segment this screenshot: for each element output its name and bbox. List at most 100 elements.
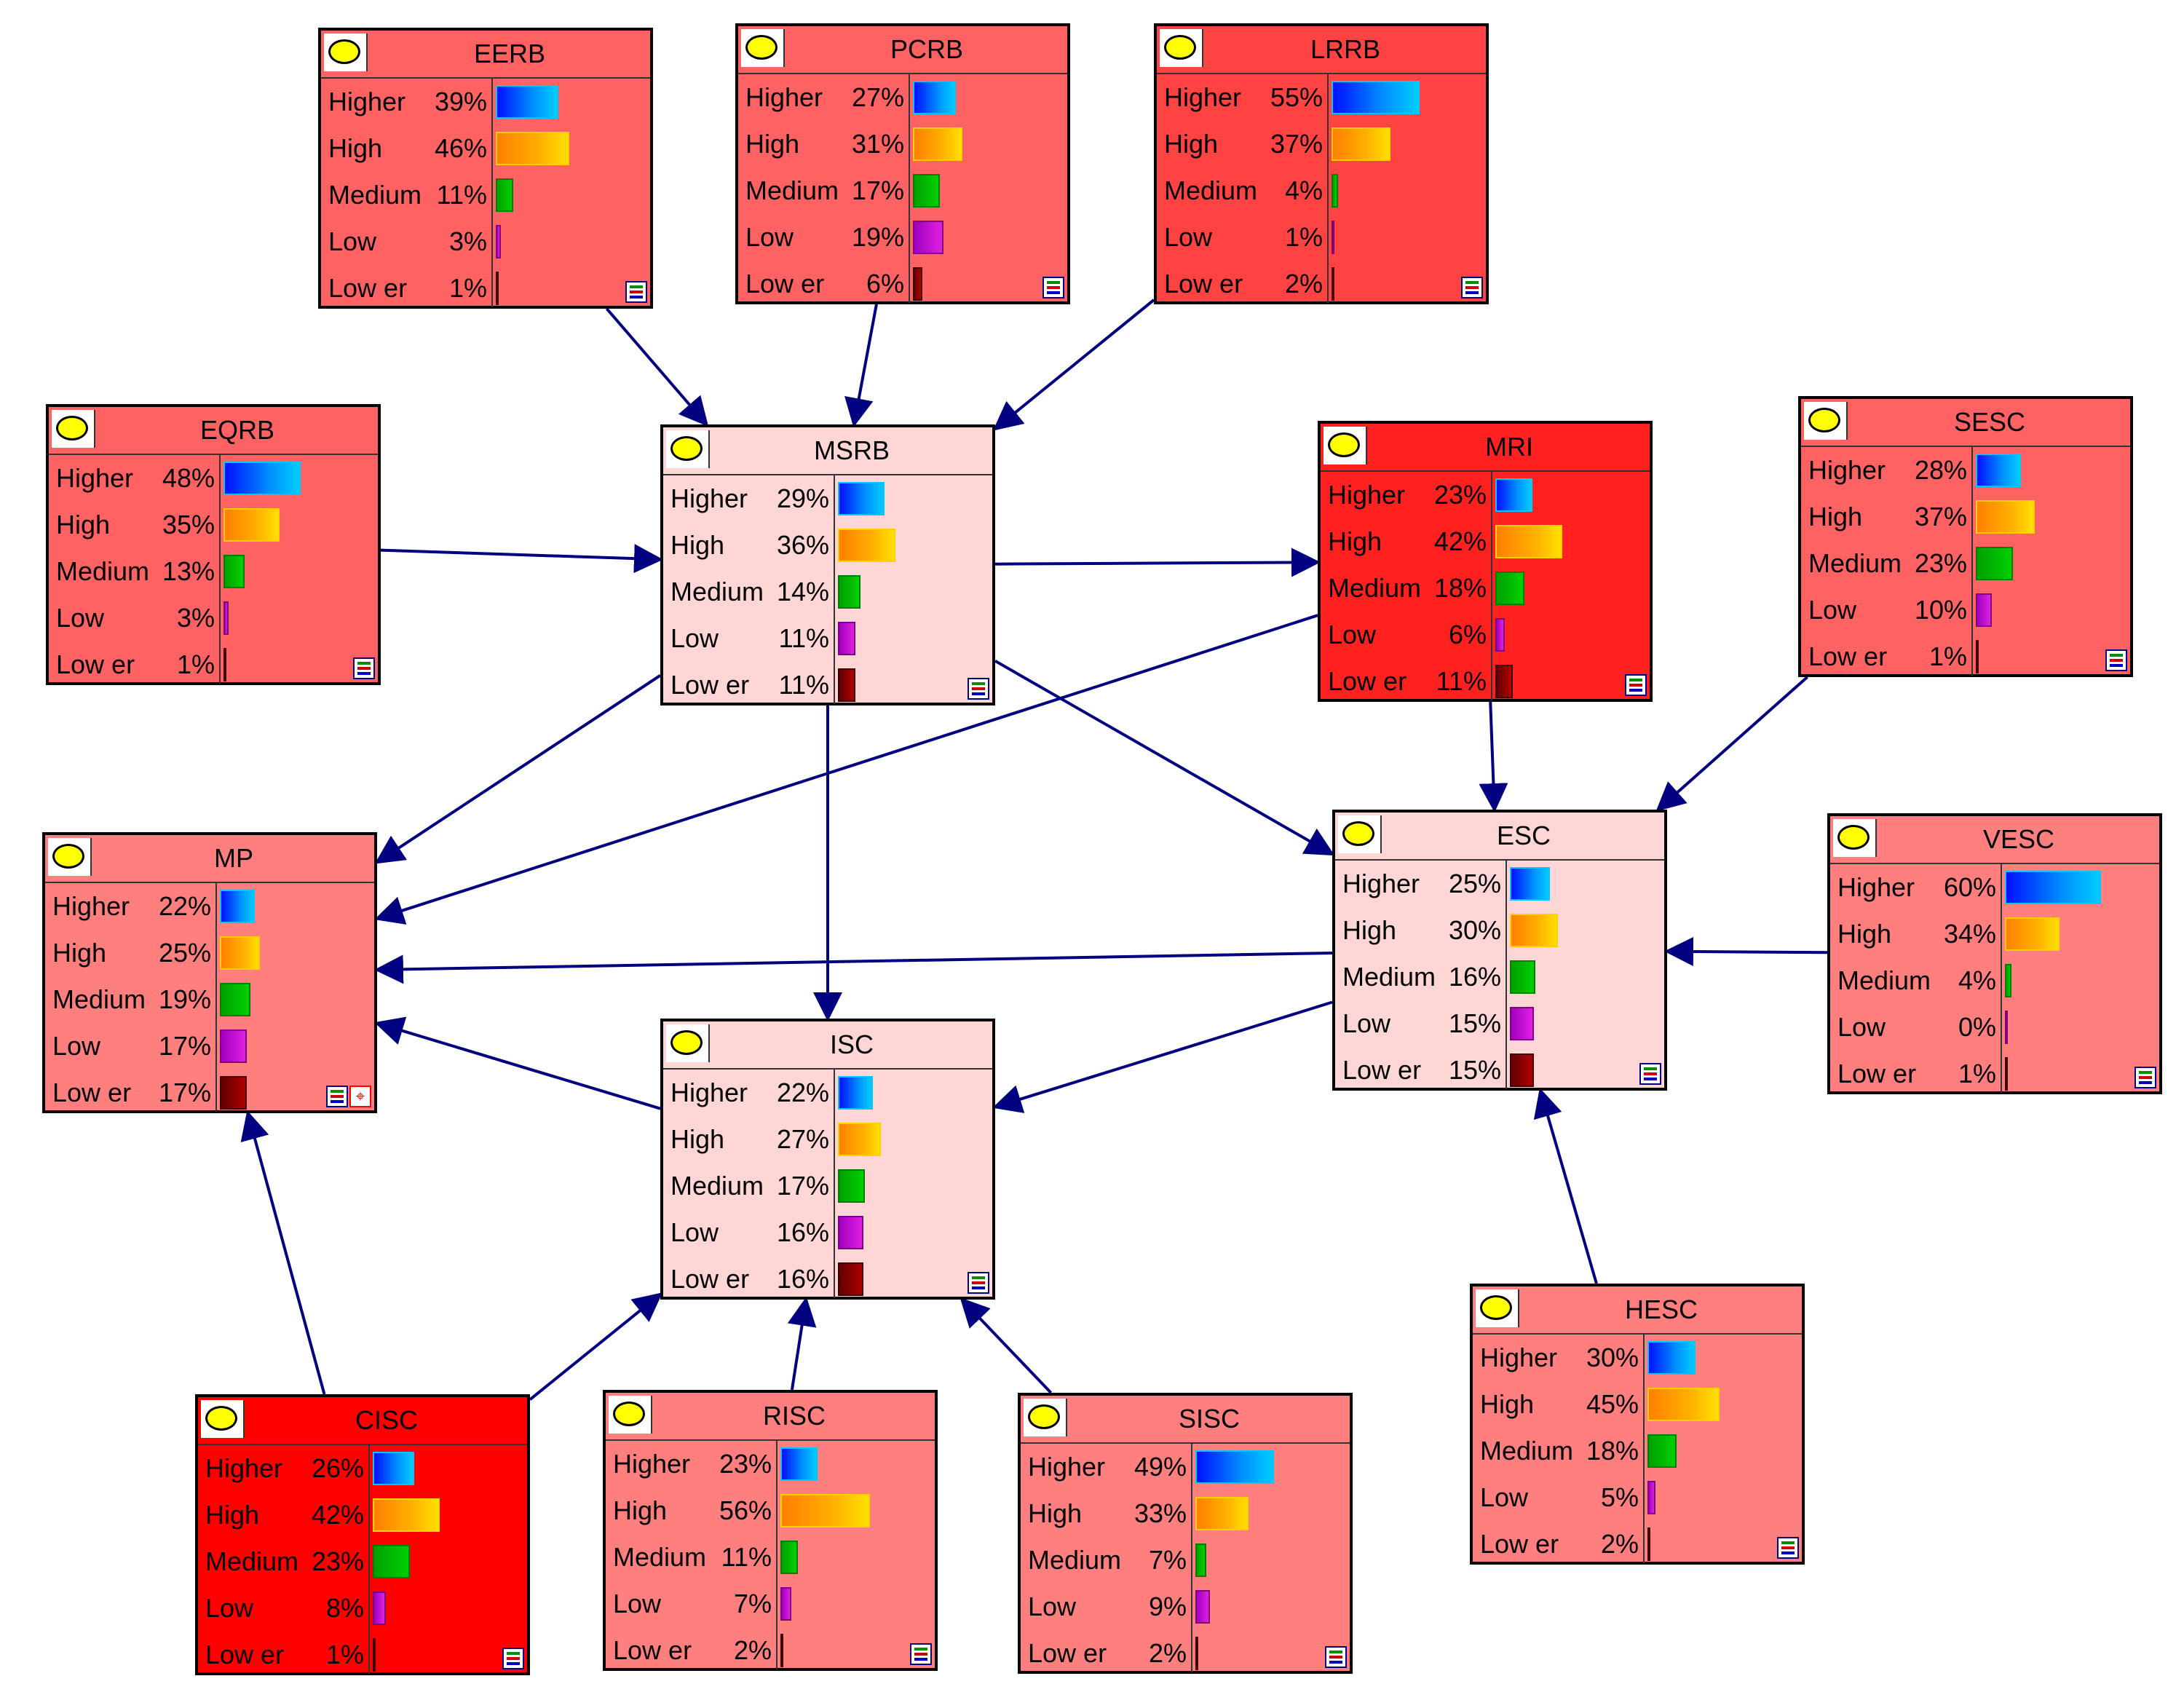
monitor-icon[interactable] (1461, 277, 1483, 299)
monitor-icon[interactable] (1042, 277, 1064, 299)
monitor-icon[interactable] (1639, 1063, 1661, 1085)
monitor-icon[interactable] (625, 281, 647, 303)
target-icon[interactable]: ⌖ (349, 1086, 371, 1107)
monitor-icon[interactable] (910, 1643, 932, 1665)
monitor-icon[interactable] (968, 1272, 989, 1294)
monitor-icon[interactable] (502, 1648, 524, 1669)
monitor-icon[interactable] (2105, 649, 2127, 671)
monitor-icon[interactable] (2134, 1067, 2156, 1088)
monitor-icon[interactable] (968, 678, 989, 700)
monitor-icon[interactable] (353, 657, 375, 679)
monitor-icon[interactable] (1777, 1537, 1799, 1559)
monitor-icon[interactable] (1325, 1646, 1347, 1668)
